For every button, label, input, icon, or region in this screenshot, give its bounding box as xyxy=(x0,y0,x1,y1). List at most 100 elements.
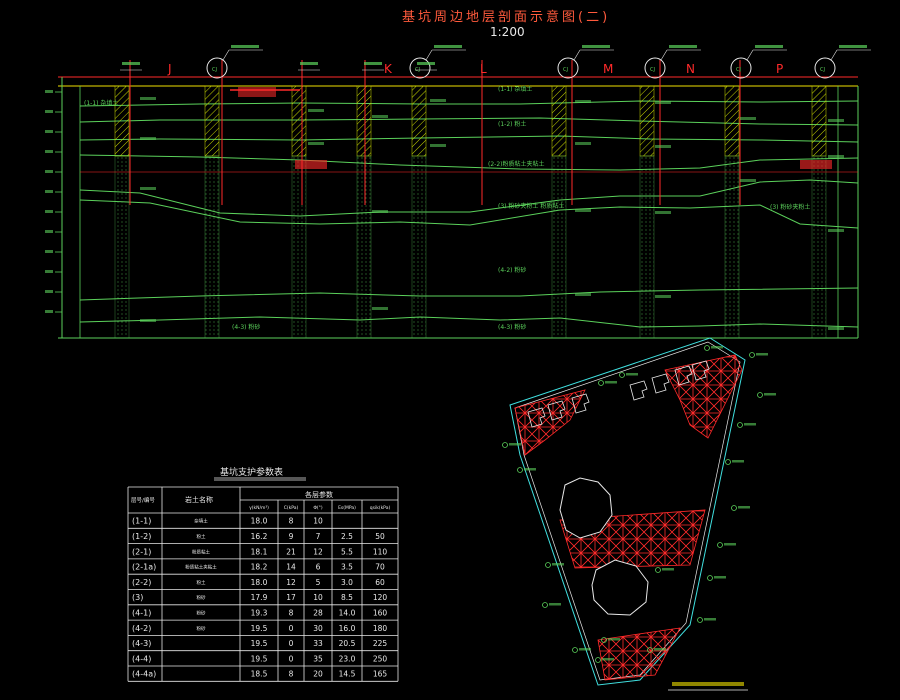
dim-text xyxy=(430,99,446,102)
table-cell-value: 7 xyxy=(316,532,321,541)
borehole-point xyxy=(731,505,737,511)
table-cell-value: 160 xyxy=(373,609,388,618)
soil-boundary xyxy=(79,179,859,217)
scale-tick-mark xyxy=(45,250,53,253)
axis-label-J: J xyxy=(167,62,172,76)
table-cell-value: 165 xyxy=(373,670,388,679)
table-cell-value: 14.0 xyxy=(339,609,356,618)
borehole-label xyxy=(608,638,620,641)
table-cell-value: 8 xyxy=(289,670,294,679)
table-cell-value: 0 xyxy=(289,624,294,633)
retaining-pile-lower xyxy=(114,155,130,339)
axis-label-N: N xyxy=(686,62,695,76)
table-cell-id: (4-3) xyxy=(132,639,151,648)
axis-label-P: P xyxy=(776,62,783,76)
borehole-point xyxy=(502,442,508,448)
borehole-point xyxy=(647,647,653,653)
borehole-marker xyxy=(814,57,836,79)
leader xyxy=(746,49,754,61)
table-cell-value: 10 xyxy=(313,517,323,526)
building-footprint-2 xyxy=(591,559,649,616)
table-cell-value: 33 xyxy=(313,639,323,648)
retaining-pile-lower xyxy=(411,155,427,339)
borehole-label xyxy=(738,506,750,509)
dim-text xyxy=(740,179,756,182)
table-header-name: 岩土名称 xyxy=(185,495,213,504)
borehole-marker xyxy=(409,57,431,79)
scale-tick-mark xyxy=(45,150,53,153)
retaining-pile-upper xyxy=(724,85,740,157)
table-cell-value: 3.0 xyxy=(341,578,353,587)
leader xyxy=(660,49,668,61)
table-cell-id: (4-4) xyxy=(132,654,151,663)
borehole-point xyxy=(704,345,710,351)
plan-caption xyxy=(672,682,744,686)
borehole-label xyxy=(732,460,744,463)
retaining-pile-lower xyxy=(724,155,740,339)
borehole-label xyxy=(626,373,638,376)
dim-text xyxy=(372,210,388,213)
dim-text xyxy=(140,137,156,140)
leader-text xyxy=(839,45,867,48)
dim-text xyxy=(828,327,844,330)
borehole-id: CJ xyxy=(650,67,655,73)
dim-text xyxy=(575,209,591,212)
dim-text xyxy=(140,187,156,190)
soil-label: (3) 粉砂夹粉土 粉质粘土 xyxy=(498,202,564,210)
scale-tick-mark xyxy=(45,230,53,233)
retaining-pile-upper xyxy=(291,85,307,157)
borehole-point xyxy=(725,459,731,465)
axis-label-M: M xyxy=(603,62,613,76)
soil-boundary xyxy=(79,199,859,229)
table-cell-value: 18.5 xyxy=(251,670,268,679)
drawing-title: 基坑周边地层剖面示意图(二) xyxy=(402,10,611,25)
retaining-pile-upper xyxy=(639,85,655,157)
leader xyxy=(222,49,230,61)
table-cell-value: 9 xyxy=(289,532,294,541)
table-cell-value: 23.0 xyxy=(339,654,356,663)
label-text xyxy=(417,62,435,65)
table-cell-value: 20.5 xyxy=(339,639,356,648)
borehole-id: CJ xyxy=(736,67,741,73)
table-cell-id: (4-2) xyxy=(132,624,151,633)
table-cell-value: 17.9 xyxy=(251,593,268,602)
scale-tick-mark xyxy=(45,130,53,133)
existing-building xyxy=(547,400,566,421)
site-plan xyxy=(502,337,776,691)
borehole-label xyxy=(549,603,561,606)
borehole-id: CJ xyxy=(212,67,217,73)
borehole-label xyxy=(605,381,617,384)
scale-tick-mark xyxy=(45,270,53,273)
borehole-label xyxy=(509,443,521,446)
borehole-point xyxy=(542,602,548,608)
borehole-label xyxy=(524,468,536,471)
leader-text xyxy=(434,45,462,48)
retaining-pile-upper xyxy=(811,85,827,157)
table-subheader: C(kPa) xyxy=(284,505,299,511)
table-cell-value: 10 xyxy=(313,593,323,602)
parameter-table: 基坑支护参数表层号/编号岩土名称各层参数γ(kN/m³)C(kPa)Φ(°)Es… xyxy=(127,466,399,682)
table-cell-value: 19.5 xyxy=(251,624,268,633)
borehole-id: CJ xyxy=(820,67,825,73)
table-cell-value: 19.5 xyxy=(251,654,268,663)
table-cell-value: 2.5 xyxy=(341,532,353,541)
table-cell-value: 8 xyxy=(289,609,294,618)
dim-text xyxy=(828,155,844,158)
dim-text xyxy=(430,144,446,147)
table-cell-value: 19.5 xyxy=(251,639,268,648)
scale-tick-mark xyxy=(45,110,53,113)
red-marker-block xyxy=(800,160,832,169)
retaining-pile-upper xyxy=(204,85,220,157)
table-cell-id: (4-1) xyxy=(132,609,151,618)
borehole-label xyxy=(714,576,726,579)
dim-text xyxy=(828,119,844,122)
table-subheader: γ(kN/m³) xyxy=(249,505,269,511)
table-cell-id: (1-1) xyxy=(132,517,151,526)
existing-building xyxy=(629,380,648,401)
scale-tick-mark xyxy=(45,210,53,213)
borehole-point xyxy=(717,542,723,548)
table-cell-value: 8 xyxy=(289,517,294,526)
retaining-pile-upper xyxy=(411,85,427,157)
